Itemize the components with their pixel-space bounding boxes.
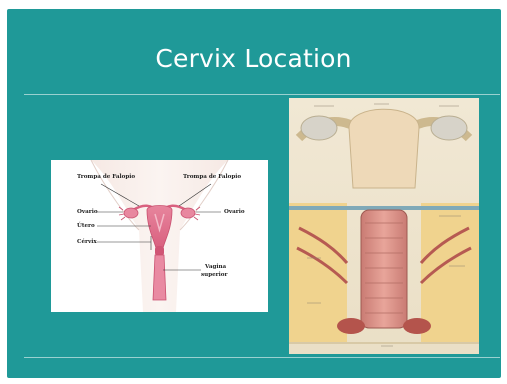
label-vagina: Vagina	[205, 264, 226, 270]
label-tube-left: Trompa de Falopio	[77, 174, 135, 180]
label-cervix: Cérvix	[77, 239, 97, 245]
label-ovary-left: Ovario	[77, 209, 98, 215]
reproductive-organs-diagram: Trompa de Falopio Trompa de Falopio Ovar…	[51, 160, 268, 312]
cervix-shape	[155, 246, 164, 256]
cervical-canal-shape	[361, 210, 407, 328]
ovary-left	[124, 208, 138, 218]
vagina-shape	[153, 255, 166, 300]
diagram-illustration	[51, 160, 268, 312]
label-vagina-superior: superior	[201, 272, 227, 278]
label-ovary-right: Ovario	[224, 209, 245, 215]
cross-section-illustration	[289, 98, 479, 354]
label-tube-right: Trompa de Falopio	[183, 174, 241, 180]
anatomical-cross-section-image	[289, 98, 479, 354]
ovary-right	[181, 208, 195, 218]
bottom-divider	[24, 357, 500, 358]
label-uterus: Útero	[77, 223, 95, 229]
slide-title: Cervix Location	[0, 44, 507, 73]
title-divider	[24, 94, 500, 95]
